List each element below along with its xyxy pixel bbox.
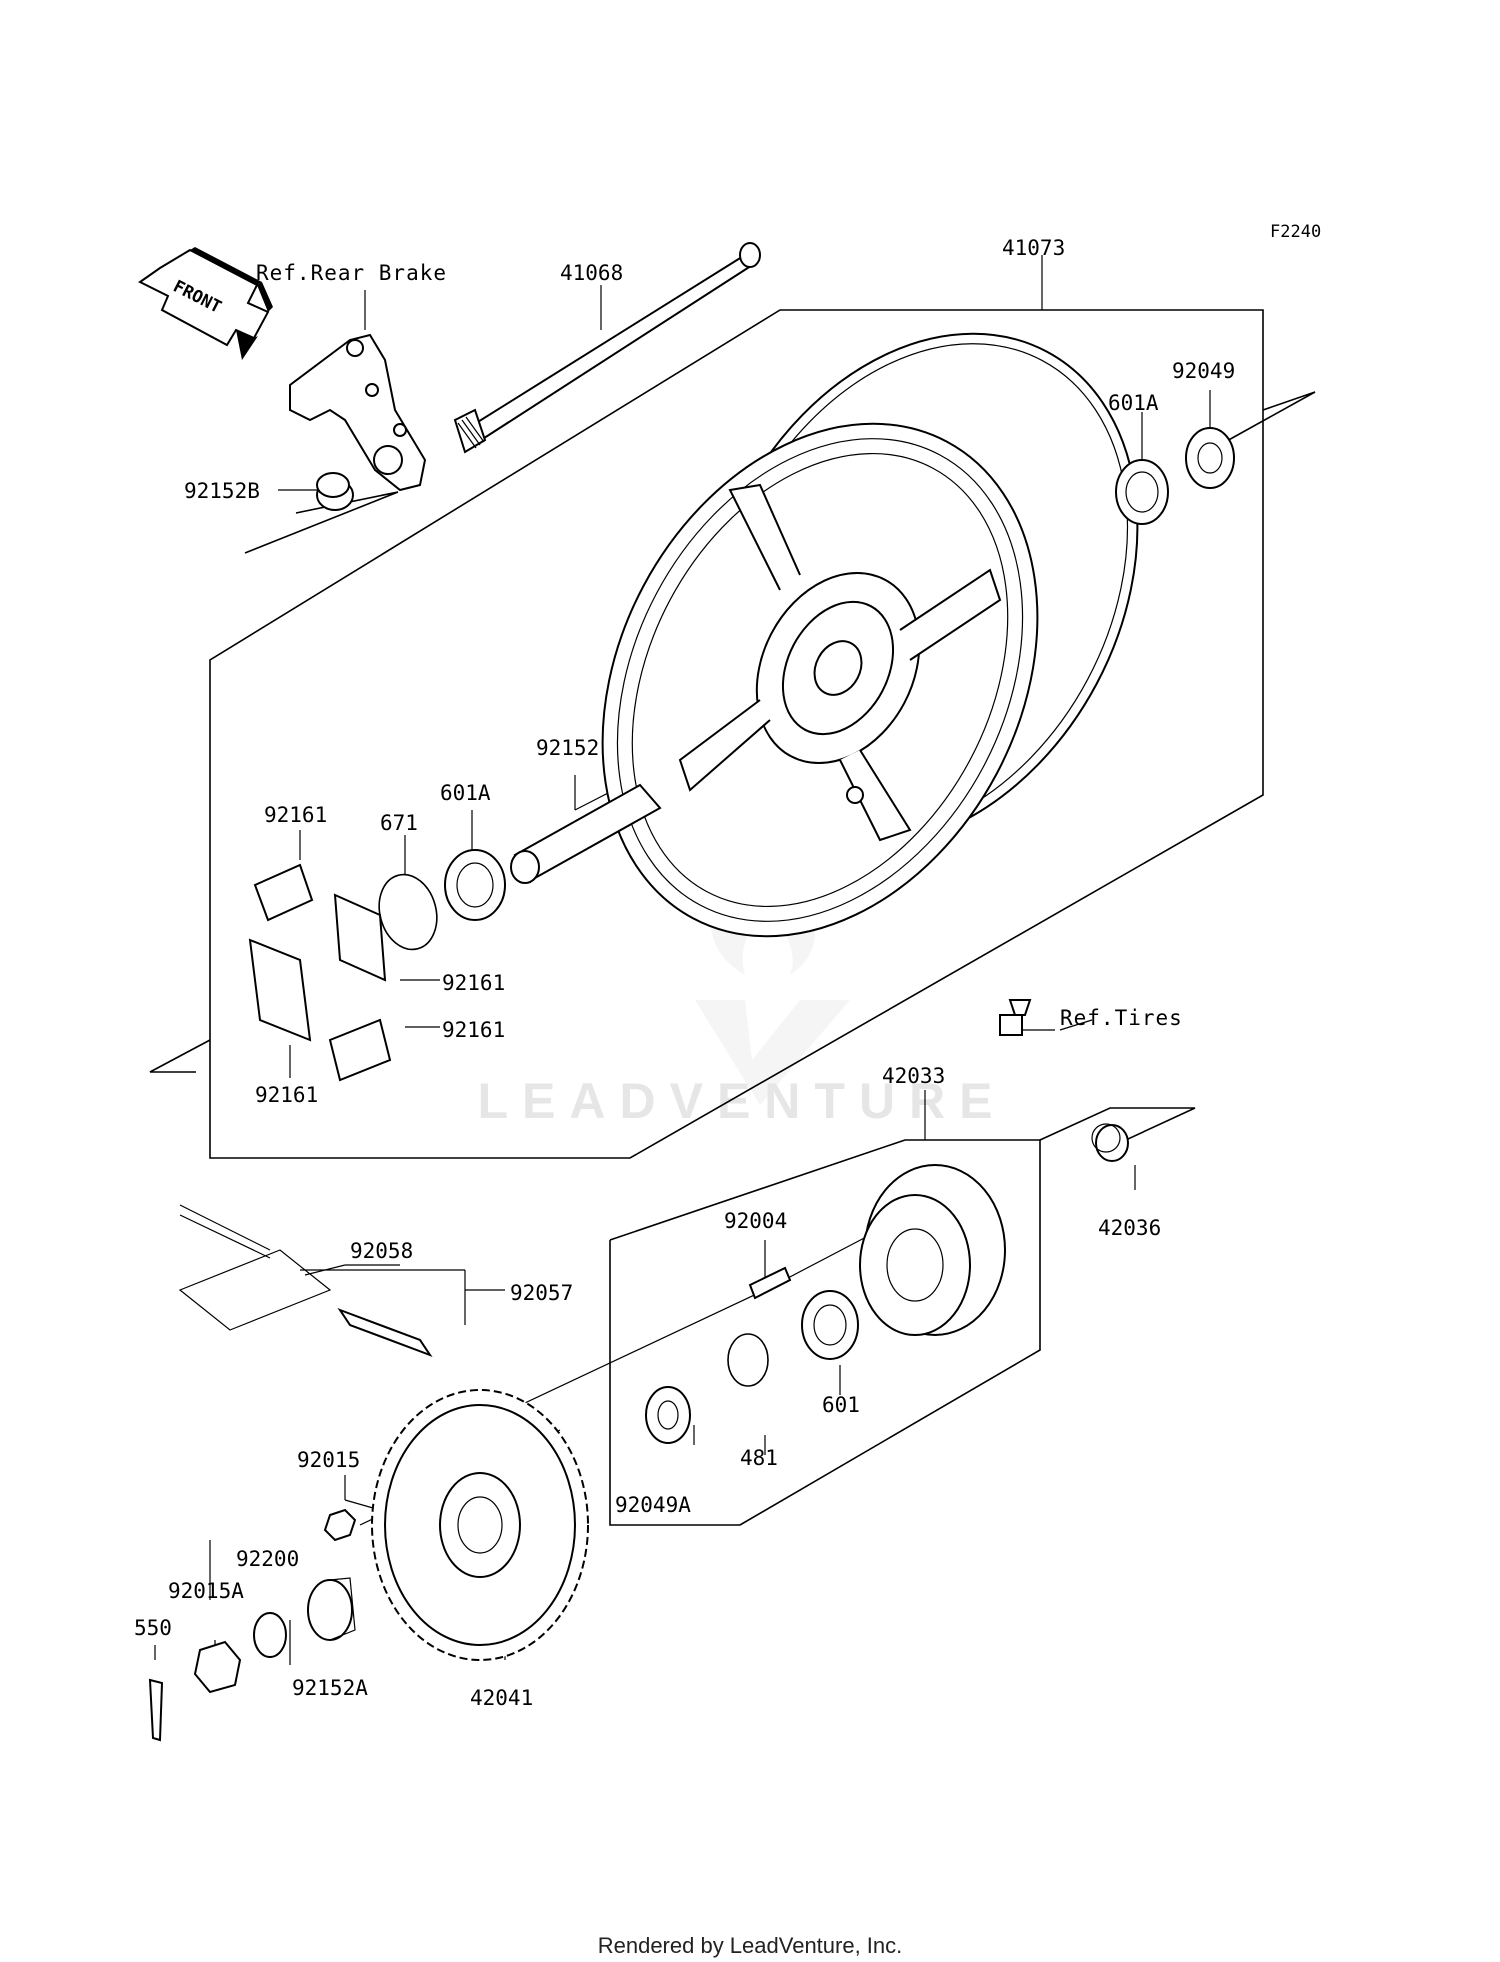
part-label-92161-d: 92161 (255, 1083, 318, 1107)
frame-lines (149, 309, 1316, 1526)
part-label-92152: 92152 (536, 736, 599, 760)
ref-tires-label: Ref.Tires (1060, 1006, 1183, 1030)
wheel-part (601, 332, 1139, 938)
part-label-41073: 41073 (1002, 236, 1065, 260)
nut-92015A-part (193, 1640, 242, 1694)
part-label-92015: 92015 (297, 1448, 360, 1472)
part-label-550: 550 (134, 1616, 172, 1640)
caliper-bracket-part (289, 333, 427, 492)
collar-42036-part (1091, 1123, 1129, 1162)
bearing-601A-mid-part (444, 849, 506, 921)
part-label-92200: 92200 (236, 1547, 299, 1571)
footer-credit: Rendered by LeadVenture, Inc. (598, 1933, 903, 1958)
sprocket-hub-part (859, 1164, 1006, 1336)
part-label-42036: 42036 (1098, 1216, 1161, 1240)
part-label-92004: 92004 (724, 1209, 787, 1233)
part-label-92015A: 92015A (168, 1579, 244, 1603)
part-label-481: 481 (740, 1446, 778, 1470)
part-label-92161-b: 92161 (442, 971, 505, 995)
collar-92152B-part (316, 472, 354, 511)
cotter-pin-550-part (148, 1678, 164, 1742)
part-label-92058: 92058 (350, 1239, 413, 1263)
chain-92057-part (178, 1204, 433, 1358)
part-label-601A-mid: 601A (440, 781, 491, 805)
sprocket-42041-part (371, 1389, 589, 1661)
nut-92015-part (323, 1508, 357, 1542)
part-label-601A-top: 601A (1108, 391, 1159, 415)
damper-92161-parts (248, 863, 392, 1082)
part-label-92152A: 92152A (292, 1676, 368, 1700)
part-label-92161-c: 92161 (442, 1018, 505, 1042)
part-label-42033: 42033 (882, 1064, 945, 1088)
part-label-92049: 92049 (1172, 359, 1235, 383)
valve-stem-icon (999, 999, 1032, 1036)
diagram-code: F2240 (1270, 222, 1321, 242)
part-label-92152B: 92152B (184, 479, 260, 503)
collar-92152A-part (307, 1577, 356, 1641)
circlip-481-part (727, 1333, 769, 1387)
axle-part (453, 242, 761, 454)
part-label-41068: 41068 (560, 261, 623, 285)
part-label-92057: 92057 (510, 1281, 573, 1305)
bearing-601A-top-part (1115, 459, 1169, 525)
front-arrow-icon: FRONT (138, 247, 273, 360)
seal-92049A-part (645, 1386, 691, 1444)
part-label-42041: 42041 (470, 1686, 533, 1710)
collar-92152-part (510, 783, 662, 884)
part-label-92161-a: 92161 (264, 803, 327, 827)
seal-92049-part (1185, 427, 1235, 489)
ref-rear-brake-label: Ref.Rear Brake (256, 261, 447, 285)
part-label-601: 601 (822, 1393, 860, 1417)
bearing-601-part (801, 1290, 859, 1360)
part-label-92049A: 92049A (615, 1493, 691, 1517)
part-label-671: 671 (380, 811, 418, 835)
washer-92200-part (253, 1612, 287, 1658)
stud-92004-part (748, 1266, 792, 1300)
watermark-text: LEADVENTURE (477, 1073, 1006, 1129)
